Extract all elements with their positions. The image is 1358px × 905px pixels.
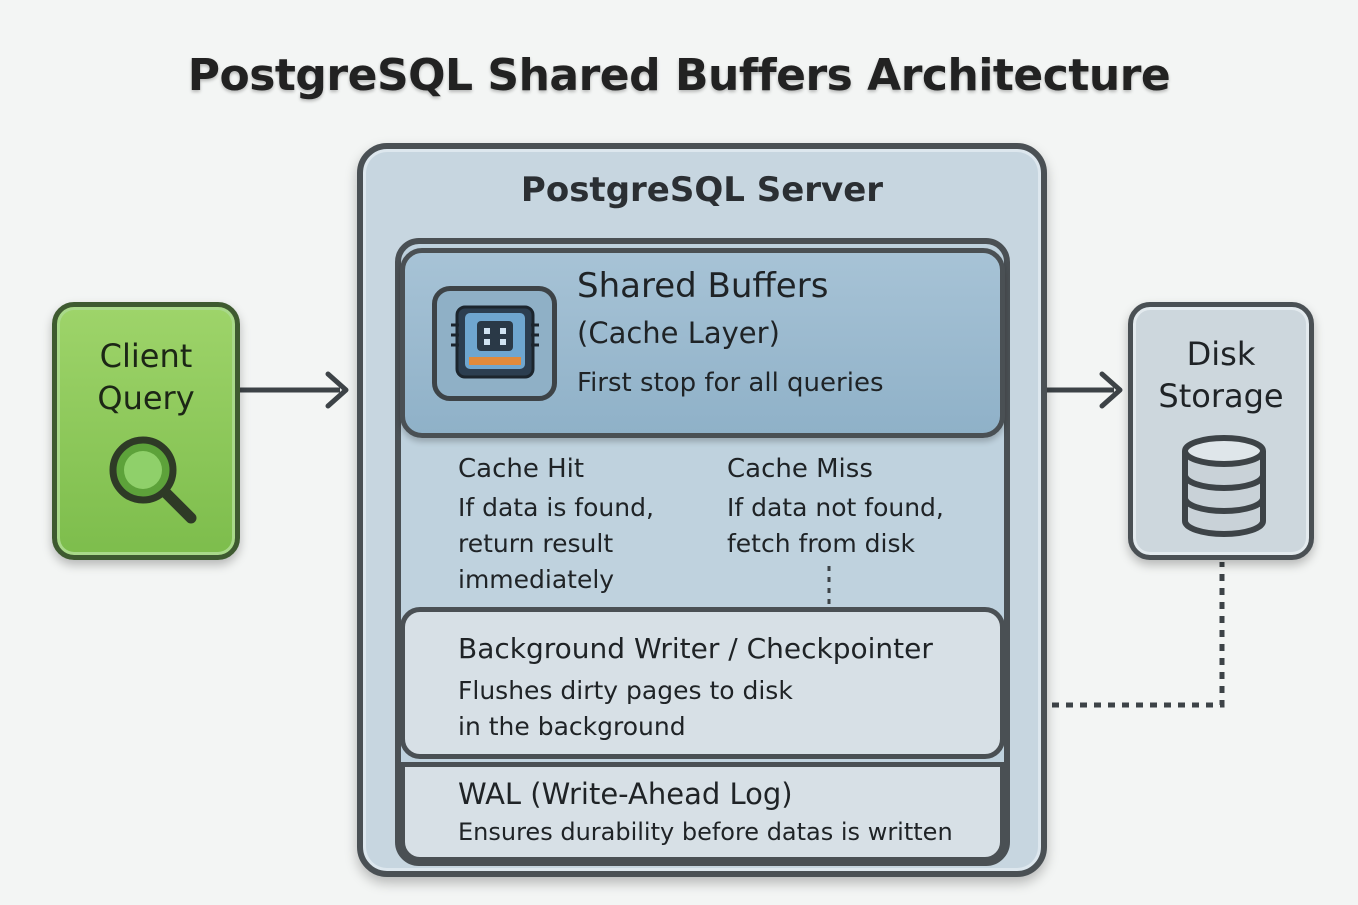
diagram-title: PostgreSQL Shared Buffers Architecture [187,50,1171,101]
query-arrow [240,371,349,409]
magnifier-icon [109,436,197,524]
cache-hit-title: Cache Hit [458,454,585,484]
wal-box [400,762,1005,862]
client-query-label: Client Query [97,337,195,417]
flush-dotted-path [1010,562,1225,708]
server-title: PostgreSQL Server [520,170,884,210]
disk-storage-box: Disk Storage [1128,302,1314,560]
shared-buffers-title: Shared Buffers [577,266,829,306]
cache-miss-description: If data not found, fetch from disk [727,493,944,558]
shared-buffers-box [400,248,1005,438]
background-writer-box [400,607,1005,759]
database-icon [1182,435,1266,537]
cache-miss-title: Cache Miss [727,454,873,484]
cache-hit-description: If data is found, return result immediat… [458,493,654,594]
background-writer-title: Background Writer / Checkpointer [458,632,933,665]
background-writer-description: Flushes dirty pages to disk in the backg… [458,676,793,741]
disk-storage-label: Disk Storage [1158,335,1284,415]
memory-chip-icon-frame [432,286,557,401]
memory-chip-icon [451,305,539,379]
wal-description: Ensures durability before datas is writt… [458,818,953,846]
shared-buffers-subtitle: (Cache Layer) [577,316,780,350]
wal-title: WAL (Write-Ahead Log) [458,777,793,811]
shared-buffers-description: First stop for all queries [577,368,884,398]
client-query-box: Client Query [52,302,240,560]
